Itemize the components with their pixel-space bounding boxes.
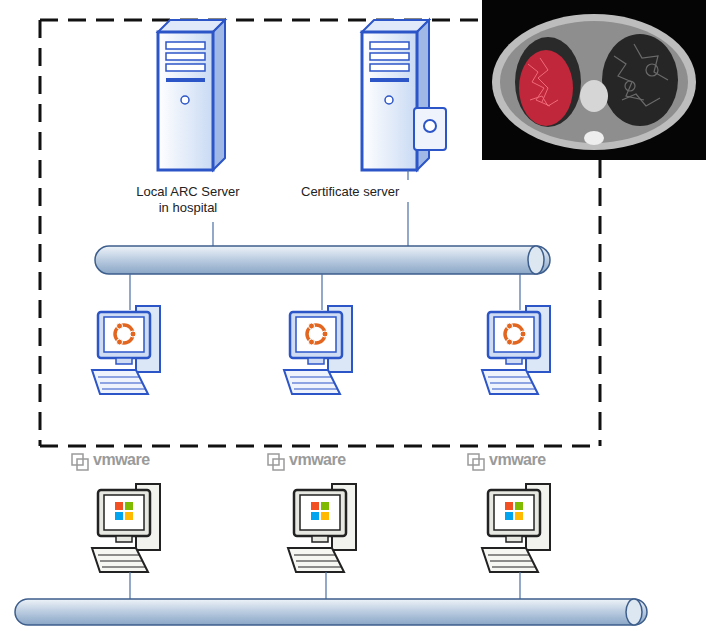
server-name: Certificate server (301, 184, 399, 200)
network-bus (95, 246, 550, 274)
ct-scan-image (482, 0, 706, 160)
certificate-card (414, 108, 446, 150)
server-label: Local ARC Server in hospital (130, 183, 246, 217)
vendor-logo-text: vmware (487, 451, 548, 469)
server-name: Local ARC Server in hospital (132, 184, 244, 216)
server-label: Certificate server (299, 183, 401, 201)
network-bus (15, 599, 647, 625)
vendor-logo-text: vmware (91, 451, 152, 469)
vendor-logo-text: vmware (287, 451, 348, 469)
